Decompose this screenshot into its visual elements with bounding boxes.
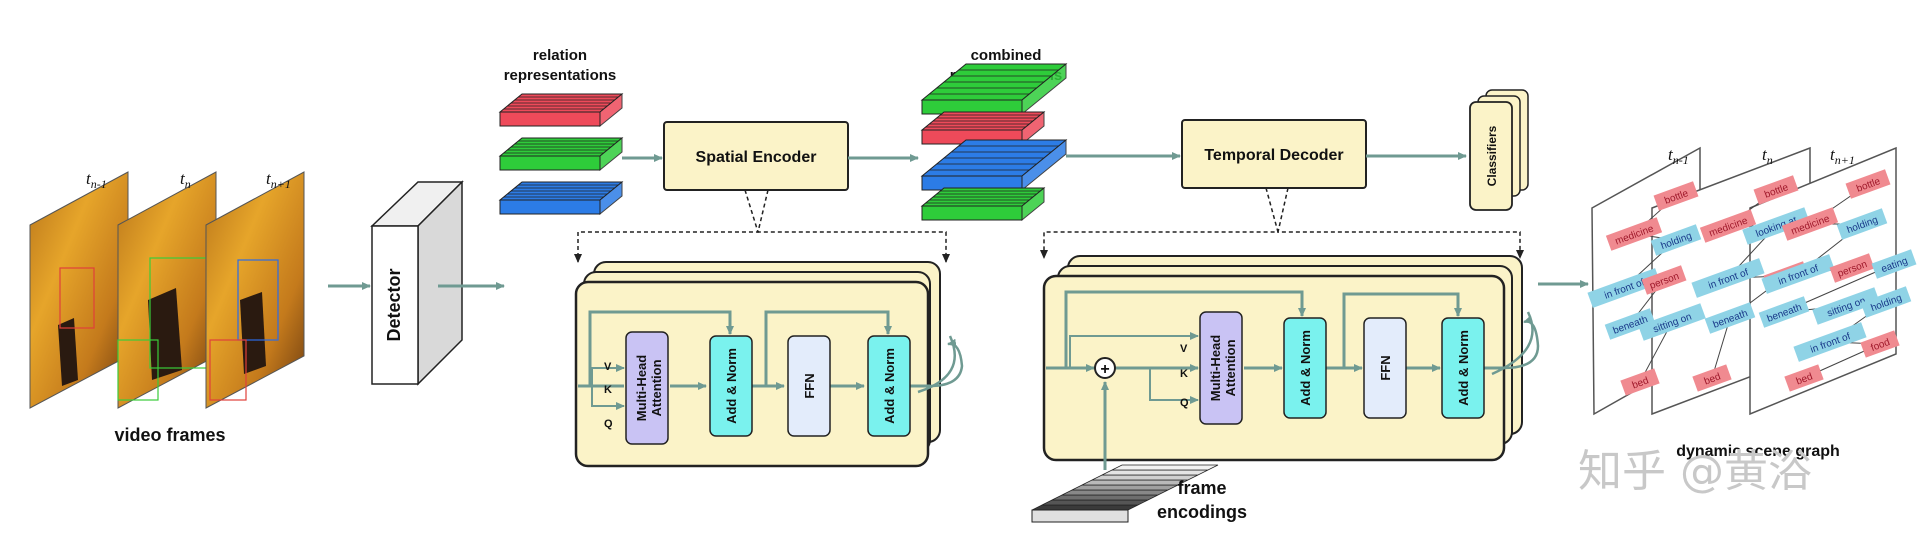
frame-label-prev: tn-1 <box>86 169 107 191</box>
frame-label-current: tn <box>180 169 191 191</box>
spatial-q-label: Q <box>604 418 613 430</box>
relation-slab-red <box>498 92 624 128</box>
spatial-encoder-detail: V K Q Multi-Head Attention Add & Norm FF… <box>574 261 964 468</box>
add-position-symbol: + <box>1100 361 1109 378</box>
spatial-add-norm-1 <box>709 335 753 437</box>
combined-slab-green-bottom <box>920 186 1046 222</box>
spatial-ffn <box>787 335 831 437</box>
frame-encodings-label-2: encodings <box>1157 502 1247 522</box>
temporal-decoder-label: Temporal Decoder <box>1204 147 1343 164</box>
svg-text:bed: bed <box>1703 371 1722 387</box>
video-frames-label: video frames <box>114 425 225 445</box>
dynamic-scene-graph-label: dynamic scene graph <box>1676 443 1840 460</box>
temporal-ffn-label: FFN <box>1378 355 1393 380</box>
temporal-expand-right <box>1277 187 1524 259</box>
combined-slab-green-top <box>920 62 1068 116</box>
classifiers-label: Classifiers <box>1485 125 1499 186</box>
spatial-mha-label-2: Attention <box>649 359 664 416</box>
temporal-expand-left <box>1040 187 1279 259</box>
temporal-multi-head-attention <box>1199 311 1243 425</box>
spatial-expand-left <box>574 189 760 263</box>
video-frame-current <box>117 171 217 409</box>
video-frame-next <box>205 171 305 409</box>
spatial-multi-head-attention <box>625 331 669 445</box>
temporal-decoder-box: Temporal Decoder <box>1181 119 1367 189</box>
relation-slab-green <box>498 136 624 172</box>
graph-label-next: tn+1 <box>1830 145 1855 167</box>
scene-graph-prev-node-bed: bed <box>1620 368 1660 396</box>
watermark: 知乎 @黄浴 <box>1578 446 1812 497</box>
relation-slab-blue <box>498 180 624 216</box>
spatial-mha-label-1: Multi-Head <box>634 355 649 422</box>
graph-label-prev: tn-1 <box>1668 145 1689 167</box>
spatial-add-norm-1-label: Add & Norm <box>724 348 739 424</box>
temporal-v-label: V <box>1180 343 1188 355</box>
temporal-add-norm-2 <box>1441 317 1485 419</box>
svg-text:bed: bed <box>1795 371 1814 387</box>
spatial-v-label: V <box>604 361 612 373</box>
combined-slab-blue <box>920 138 1068 192</box>
temporal-q-label: Q <box>1180 397 1189 409</box>
scene-graph-next-node-bed: bed <box>1784 364 1824 392</box>
spatial-add-norm-2 <box>867 335 911 437</box>
spatial-encoder-box: Spatial Encoder <box>663 121 849 191</box>
add-position-icon <box>1094 357 1116 379</box>
spatial-expand-right <box>757 189 950 263</box>
combined-representations <box>920 62 1068 222</box>
spatial-ffn-label: FFN <box>802 373 817 398</box>
scene-graph-current-node-bed: bed <box>1692 364 1732 392</box>
spatial-encoder-label: Spatial Encoder <box>696 149 817 166</box>
graph-label-current: tn <box>1762 145 1773 167</box>
temporal-decoder-detail: + V K Q Multi-Head Attention Add & Norm … <box>1042 255 1540 462</box>
temporal-mha-label-2: Attention <box>1223 339 1238 396</box>
relation-representations <box>498 92 624 216</box>
video-frames-group: tn-1 tn tn+1 video frames <box>29 169 305 445</box>
relation-representations-label-1: relation <box>533 47 587 64</box>
temporal-add-norm-1 <box>1283 317 1327 419</box>
combined-slab-red <box>920 110 1046 146</box>
relation-representations-label-2: representations <box>504 67 617 84</box>
frame-encodings-label-1: frame <box>1177 478 1226 498</box>
temporal-mha-label-1: Multi-Head <box>1208 335 1223 402</box>
spatial-add-norm-2-label: Add & Norm <box>882 348 897 424</box>
scene-graph-next-node-food: food <box>1860 330 1900 358</box>
video-frame-prev <box>29 171 129 409</box>
temporal-ffn <box>1363 317 1407 419</box>
detector-block: Detector <box>370 180 464 386</box>
frame-encodings <box>1031 464 1219 523</box>
svg-text:bed: bed <box>1631 375 1650 391</box>
temporal-add-norm-2-label: Add & Norm <box>1456 330 1471 406</box>
frame-encoding-slab <box>1031 464 1219 523</box>
frame-label-next: tn+1 <box>266 169 291 191</box>
detector-label: Detector <box>384 268 404 341</box>
spatial-k-label: K <box>604 384 612 396</box>
classifiers-block: Classifiers <box>1469 89 1529 211</box>
combined-representations-label-1: combined <box>971 47 1042 64</box>
temporal-add-norm-1-label: Add & Norm <box>1298 330 1313 406</box>
temporal-k-label: K <box>1180 368 1188 380</box>
